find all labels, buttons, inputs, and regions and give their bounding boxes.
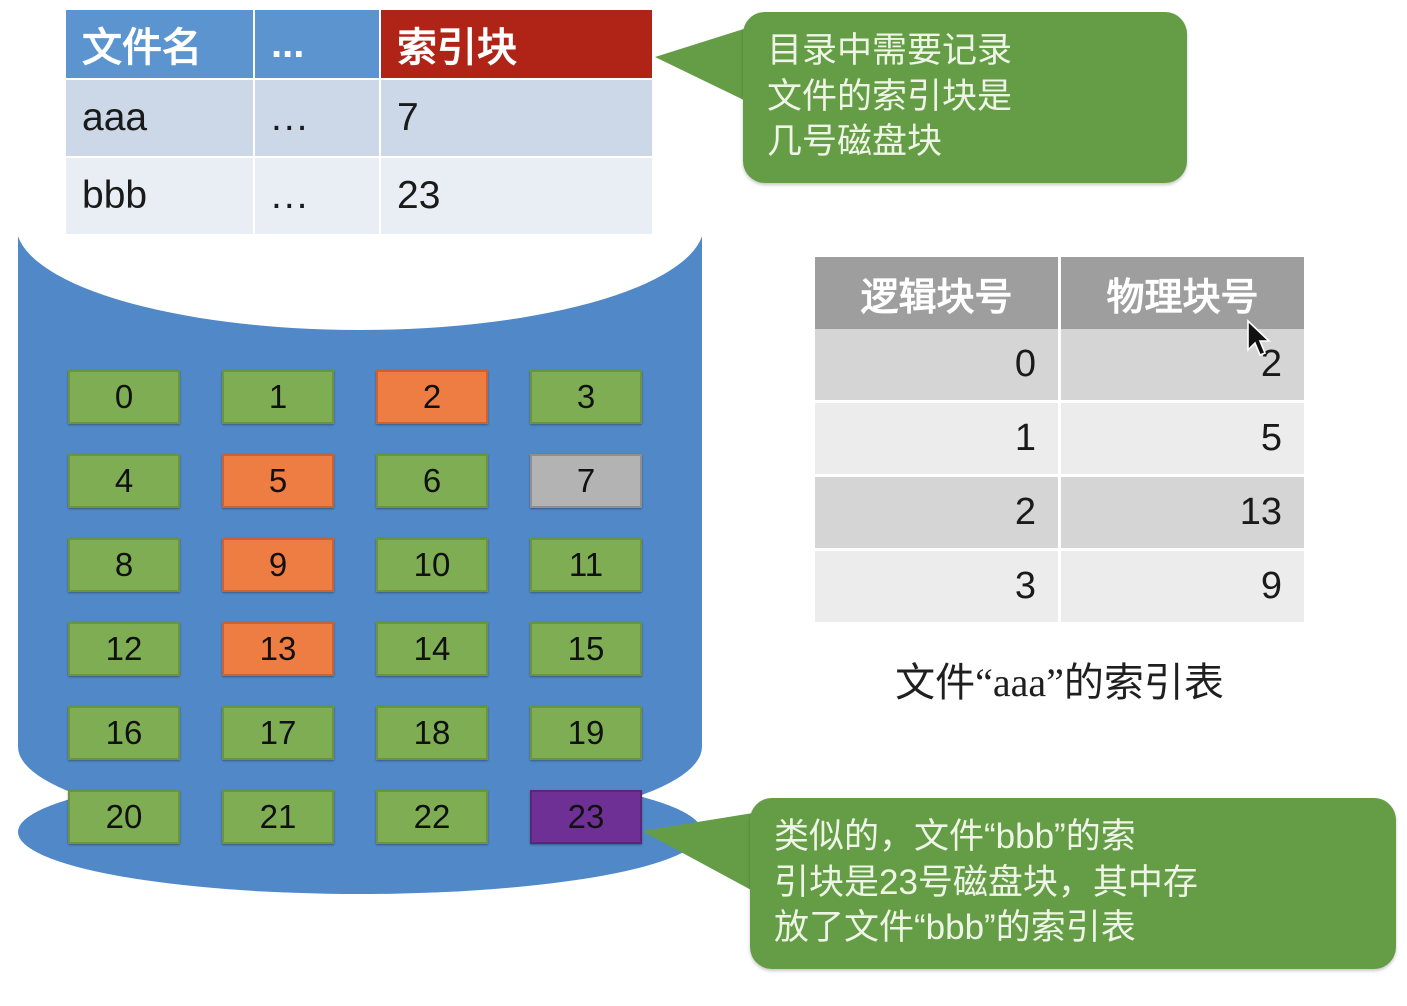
index-cell-logical: 1 [815, 401, 1061, 477]
index-cell-physical: 5 [1059, 401, 1304, 477]
disk-block[interactable]: 19 [530, 706, 642, 760]
directory-header-ellipsis: ... [254, 10, 381, 80]
index-cell-logical: 3 [815, 549, 1061, 625]
callout-top-tail [655, 27, 750, 103]
disk-block[interactable]: 17 [222, 706, 334, 760]
disk-cylinder: 0 1 2 3 4 5 6 7 8 9 10 11 12 13 14 15 16… [16, 120, 704, 894]
directory-table: 文件名 ... 索引块 aaa ... 7 bbb ... 23 [66, 10, 654, 236]
disk-block[interactable]: 11 [530, 538, 642, 592]
table-row: 1 5 [815, 401, 1304, 477]
directory-cell-ellipsis: ... [254, 157, 381, 236]
directory-table-header-row: 文件名 ... 索引块 [66, 10, 654, 80]
callout-top-line-2: 文件的索引块是 [767, 76, 1013, 116]
disk-block[interactable]: 16 [68, 706, 180, 760]
table-row: bbb ... 23 [66, 157, 654, 236]
table-row: 0 2 [815, 329, 1304, 403]
directory-header-index-block: 索引块 [380, 10, 654, 80]
callout-bottom-line-2: 引块是23号磁盘块，其中存 [774, 862, 1198, 902]
disk-block[interactable]: 18 [376, 706, 488, 760]
index-table-aaa: 逻辑块号 物理块号 0 2 1 5 2 13 3 9 [815, 257, 1304, 625]
disk-block[interactable]: 15 [530, 622, 642, 676]
callout-top-line-1: 目录中需要记录 [767, 31, 1013, 70]
disk-block[interactable]: 10 [376, 538, 488, 592]
index-header-logical-block: 逻辑块号 [815, 257, 1061, 329]
disk-block[interactable]: 5 [222, 454, 334, 508]
disk-block[interactable]: 3 [530, 370, 642, 424]
callout-directory-note: 目录中需要记录 文件的索引块是 几号磁盘块 [743, 12, 1187, 183]
callout-bottom-tail [642, 813, 753, 891]
directory-cell-filename: aaa [66, 79, 255, 158]
disk-block[interactable]: 1 [222, 370, 334, 424]
directory-cell-ellipsis: ... [254, 79, 381, 158]
disk-block[interactable]: 2 [376, 370, 488, 424]
index-cell-physical: 13 [1059, 475, 1304, 551]
disk-block[interactable]: 14 [376, 622, 488, 676]
disk-block-index-bbb[interactable]: 23 [530, 790, 642, 844]
callout-index-block-bbb-note: 类似的，文件“bbb”的索 引块是23号磁盘块，其中存 放了文件“bbb”的索引… [750, 798, 1396, 969]
table-row: aaa ... 7 [66, 79, 654, 158]
index-header-physical-block: 物理块号 [1059, 257, 1304, 329]
index-cell-logical: 0 [815, 329, 1061, 403]
disk-block[interactable]: 4 [68, 454, 180, 508]
disk-block[interactable]: 20 [68, 790, 180, 844]
directory-cell-index-block: 23 [380, 157, 654, 236]
disk-block[interactable]: 8 [68, 538, 180, 592]
disk-block[interactable]: 22 [376, 790, 488, 844]
disk-block-grid: 0 1 2 3 4 5 6 7 8 9 10 11 12 13 14 15 16… [68, 370, 668, 844]
disk-block[interactable]: 6 [376, 454, 488, 508]
directory-cell-filename: bbb [66, 157, 255, 236]
callout-bottom-line-3: 放了文件“bbb”的索引表 [774, 908, 1136, 947]
directory-cell-index-block: 7 [380, 79, 654, 158]
index-table-header-row: 逻辑块号 物理块号 [815, 257, 1304, 329]
index-cell-physical: 9 [1059, 549, 1304, 625]
disk-block-index-aaa[interactable]: 7 [530, 454, 642, 508]
directory-header-filename: 文件名 [66, 10, 255, 80]
table-row: 2 13 [815, 475, 1304, 551]
disk-block[interactable]: 13 [222, 622, 334, 676]
callout-top-line-3: 几号磁盘块 [767, 122, 943, 161]
mouse-pointer-icon [1247, 319, 1271, 357]
disk-block[interactable]: 12 [68, 622, 180, 676]
index-cell-logical: 2 [815, 475, 1061, 551]
disk-block[interactable]: 9 [222, 538, 334, 592]
index-table-caption: 文件“aaa”的索引表 [895, 660, 1224, 705]
callout-bottom-line-1: 类似的，文件“bbb”的索 [774, 817, 1136, 856]
disk-block[interactable]: 21 [222, 790, 334, 844]
table-row: 3 9 [815, 549, 1304, 625]
disk-block[interactable]: 0 [68, 370, 180, 424]
